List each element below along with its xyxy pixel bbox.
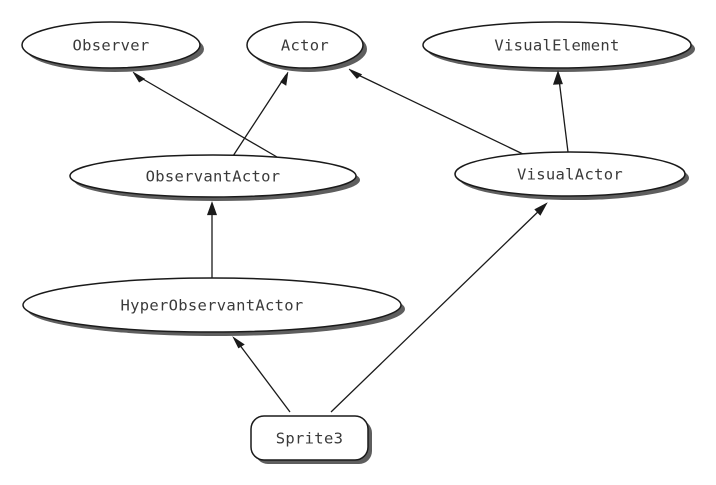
edge-line bbox=[330, 205, 545, 413]
edge-line bbox=[235, 339, 291, 413]
node-hyperobservantactor[interactable]: HyperObservantActor bbox=[22, 277, 402, 333]
node-hyperobservantactor-label: HyperObservantActor bbox=[120, 297, 303, 315]
node-observer[interactable]: Observer bbox=[21, 21, 201, 69]
node-visualactor[interactable]: VisualActor bbox=[454, 151, 686, 197]
node-visualelement[interactable]: VisualElement bbox=[422, 21, 692, 69]
arrowhead-icon bbox=[206, 201, 218, 216]
node-hyperobservantactor-shape[interactable] bbox=[22, 277, 402, 333]
node-sprite3-label: Sprite3 bbox=[276, 430, 343, 448]
node-actor-label: Actor bbox=[281, 37, 329, 55]
node-visualelement-shape[interactable] bbox=[422, 21, 692, 69]
node-layer: Observer Actor VisualElement ObservantAc… bbox=[21, 21, 692, 461]
edge-line bbox=[232, 74, 287, 157]
edge-line bbox=[135, 74, 278, 158]
edge-layer bbox=[132, 68, 569, 413]
edge-line bbox=[557, 74, 569, 153]
edge-line bbox=[351, 71, 526, 156]
arrowhead-icon bbox=[552, 70, 563, 85]
node-shadow-layer bbox=[26, 26, 695, 464]
arrowhead-icon bbox=[348, 68, 363, 79]
node-observantactor-label: ObservantActor bbox=[146, 168, 281, 186]
edge-hyperobservantactor-to-observantactor bbox=[206, 201, 218, 278]
node-sprite3-shape[interactable] bbox=[250, 415, 369, 461]
arrowhead-icon bbox=[280, 71, 289, 86]
arrowhead-icon bbox=[132, 71, 146, 83]
edge-sprite3-to-visualactor bbox=[330, 202, 548, 413]
edge-sprite3-to-hyperobservantactor bbox=[232, 336, 291, 413]
node-visualactor-label: VisualActor bbox=[517, 166, 623, 184]
arrowhead-icon bbox=[534, 202, 548, 216]
node-observer-shape[interactable] bbox=[21, 21, 201, 69]
node-actor-shape[interactable] bbox=[246, 21, 364, 69]
edge-observantactor-to-observer bbox=[132, 71, 278, 158]
node-visualelement-label: VisualElement bbox=[494, 37, 619, 55]
edge-observantactor-to-actor bbox=[232, 71, 289, 157]
node-visualactor-shape[interactable] bbox=[454, 151, 686, 197]
edge-visualactor-to-visualelement bbox=[552, 70, 569, 153]
node-observantactor-shape[interactable] bbox=[69, 154, 357, 198]
node-observer-label: Observer bbox=[72, 37, 149, 55]
node-actor[interactable]: Actor bbox=[246, 21, 364, 69]
arrowhead-icon bbox=[232, 336, 245, 349]
node-observantactor[interactable]: ObservantActor bbox=[69, 154, 357, 198]
edge-visualactor-to-actor bbox=[348, 68, 526, 156]
node-sprite3[interactable]: Sprite3 bbox=[250, 415, 369, 461]
